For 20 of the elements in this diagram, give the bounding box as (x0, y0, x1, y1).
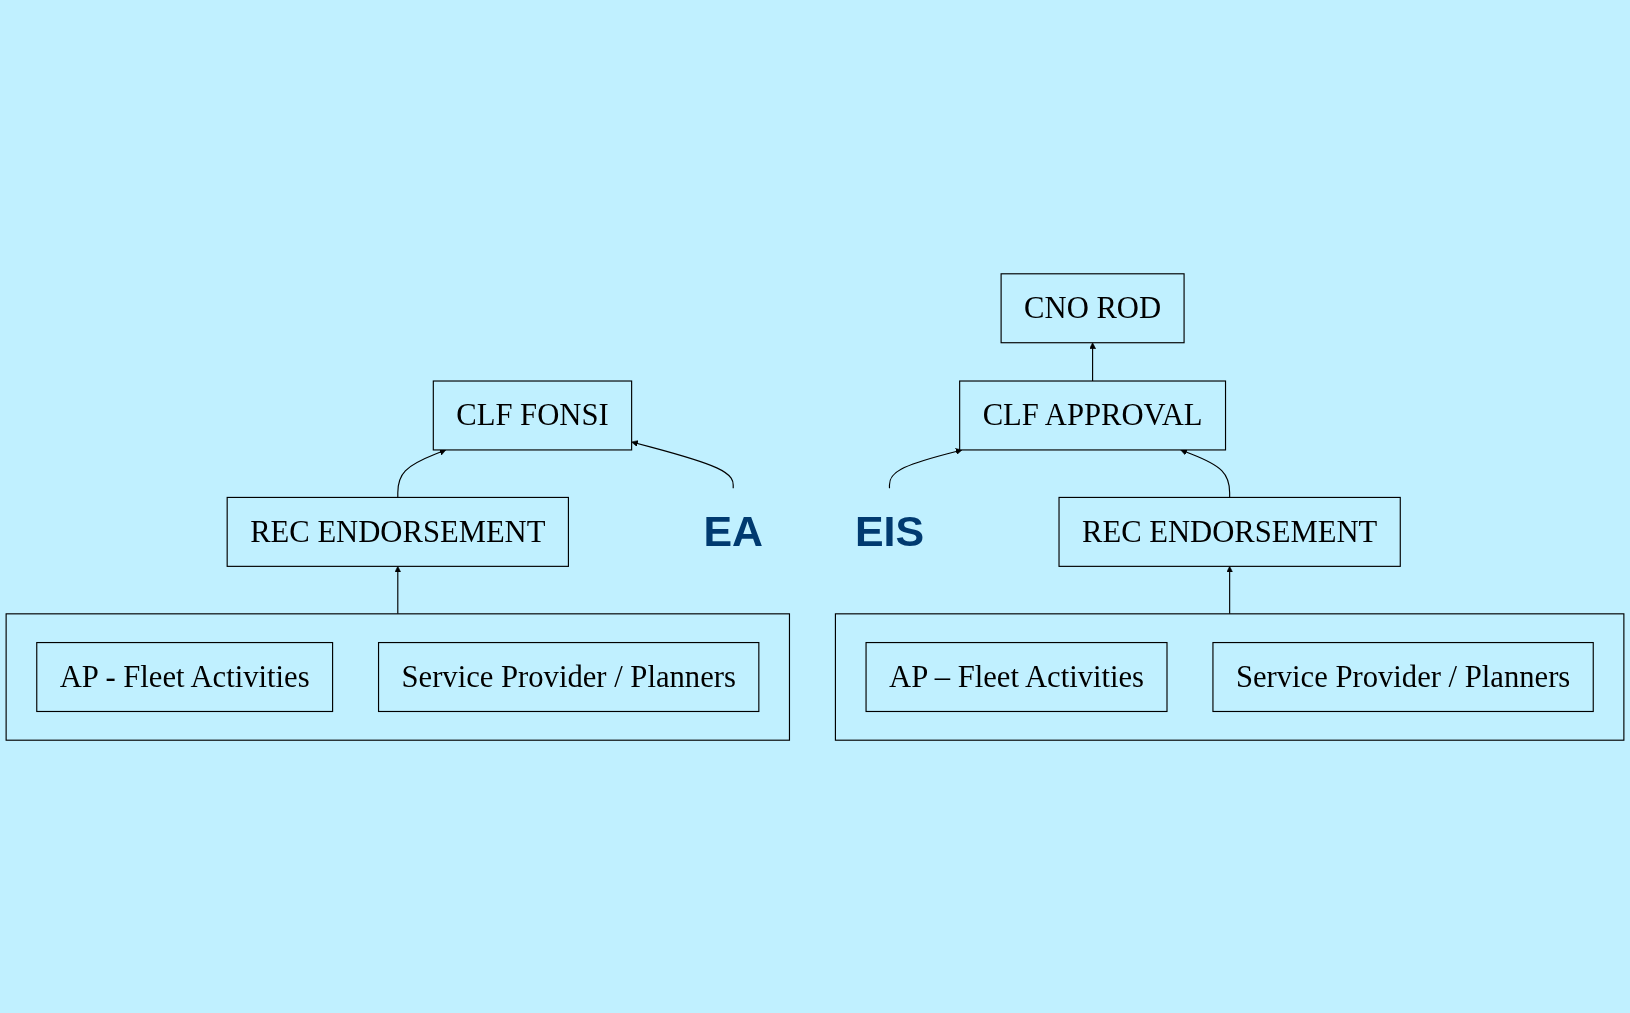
node-text: EIS (854, 506, 925, 556)
arrow (1089, 341, 1096, 382)
arrow (1180, 448, 1231, 498)
node-box: Service Provider / Planners (1212, 641, 1594, 712)
node-box: CLF FONSI (432, 379, 633, 450)
arrow (397, 448, 447, 498)
node-box: AP - Fleet Activities (36, 641, 334, 712)
arrow (1226, 565, 1233, 614)
arrow (631, 439, 734, 489)
node-box: REC ENDORSEMENT (1058, 496, 1401, 567)
cluster (834, 612, 1625, 741)
node-box: Service Provider / Planners (377, 641, 760, 712)
node-text: EA (703, 506, 763, 556)
cluster (5, 612, 791, 741)
arrow (888, 447, 963, 489)
node-box: CLF APPROVAL (959, 379, 1227, 450)
node-box: CNO ROD (1000, 272, 1185, 343)
node-box: REC ENDORSEMENT (226, 496, 569, 567)
arrow (394, 565, 402, 614)
node-box: AP – Fleet Activities (865, 641, 1168, 712)
